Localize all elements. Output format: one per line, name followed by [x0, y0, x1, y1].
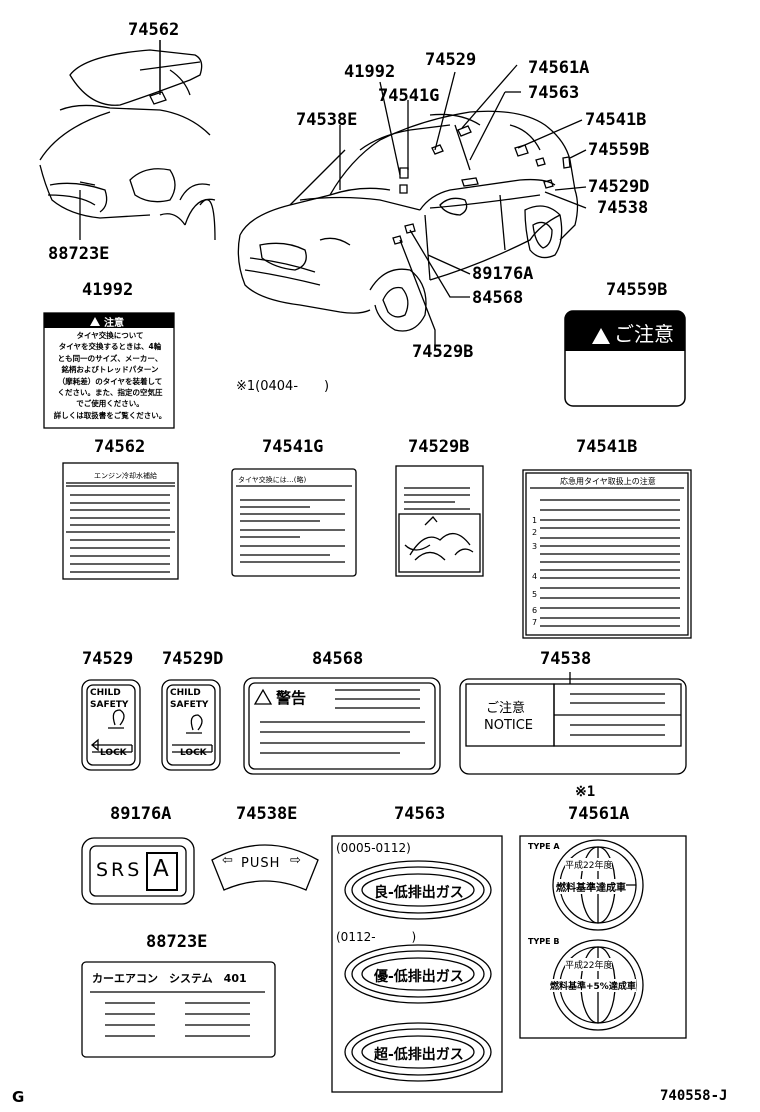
footer-left-code: G [12, 1088, 25, 1106]
sticker-74541G-title: タイヤ交換には…(略) [238, 476, 307, 484]
aircon-title: カーエアコン システム 401 [92, 972, 247, 985]
car-side-illustration [237, 110, 579, 332]
label-84568: 84568 [312, 649, 364, 669]
caution-text-block: タイヤ交換について タイヤを交換するときは、4輪 とも同一のサイズ、メーカー、 … [53, 331, 167, 420]
sticker-74541B-title: 応急用タイヤ取扱上の注意 [560, 477, 656, 486]
range-0112: (0112- ) [336, 930, 417, 944]
notice-en: NOTICE [484, 718, 534, 733]
label-74529: 74529 [82, 649, 134, 669]
caution-title: 注意 [104, 318, 124, 329]
footer-figure-number: 740558-J [660, 1088, 728, 1104]
h22-label-b: 平成22年度 [565, 958, 613, 971]
safety-label-d: SAFETY [170, 700, 209, 710]
callout-84568: 84568 [472, 288, 524, 308]
srs-a-text: A [153, 856, 169, 882]
safety-label: SAFETY [90, 700, 129, 710]
srs-text: SRS [96, 859, 143, 881]
car-hood-open-illustration [39, 40, 216, 241]
sticker-74541B-item-5: 5 [532, 590, 538, 599]
push-text: PUSH [241, 856, 281, 871]
label-74559B: 74559B [606, 280, 668, 300]
callout-74529: 74529 [425, 50, 477, 70]
gas-label-2: 優-低排出ガス [374, 969, 464, 985]
callout-74559B: 74559B [588, 140, 650, 160]
callout-74541B: 74541B [585, 110, 647, 130]
sticker-74562-outline [62, 462, 179, 580]
sticker-74541B-item-4: 4 [532, 572, 538, 581]
label-89176A: 89176A [110, 804, 172, 824]
callout-88723E: 88723E [48, 244, 110, 264]
gas-label-3: 超-低排出ガス [374, 1047, 464, 1063]
sticker-74541B-item-3: 3 [532, 542, 538, 551]
callout-74538: 74538 [597, 198, 649, 218]
lock-label-d: LOCK [180, 748, 207, 758]
label-74563: 74563 [394, 804, 446, 824]
notice-jp: ご注意 [486, 701, 526, 716]
label-74561A: 74561A [568, 804, 630, 824]
push-arrow-right-icon: ⇨ [290, 853, 301, 868]
callout-89176A: 89176A [472, 264, 534, 284]
h22-label-a: 平成22年度 [565, 858, 613, 871]
callout-74529D: 74529D [588, 177, 650, 197]
type-a-label: TYPE A [528, 842, 560, 851]
fuel-label-a: 燃料基準達成車 [556, 879, 626, 894]
lock-label: LOCK [100, 748, 127, 758]
hood-label-marker [149, 91, 167, 105]
callout-74538E: 74538E [296, 110, 358, 130]
label-74541G: 74541G [262, 437, 324, 457]
label-88723E: 88723E [146, 932, 208, 952]
label-74541B: 74541B [576, 437, 638, 457]
label-74529B: 74529B [408, 437, 470, 457]
callout-74562: 74562 [128, 20, 180, 40]
label-74529D: 74529D [162, 649, 224, 669]
gas-label-1: 良-低排出ガス [374, 885, 464, 901]
keikoku-title: 警告 [276, 689, 307, 707]
callout-74563: 74563 [528, 83, 580, 103]
model-range-note: ※1(0404- ) [236, 379, 330, 394]
child-label-d: CHILD [170, 688, 201, 698]
label-41992: 41992 [82, 280, 134, 300]
callout-74541G: 74541G [378, 86, 440, 106]
push-arrow-left-icon: ⇦ [222, 853, 233, 868]
sticker-74541B-item-7: 7 [532, 618, 538, 627]
type-b-label: TYPE B [528, 937, 560, 946]
label-mark-1: ※1 [575, 784, 596, 800]
fuel-label-b: 燃料基準+5%達成車 [550, 979, 636, 992]
sticker-74541B-item-6: 6 [532, 606, 538, 615]
label-74538: 74538 [540, 649, 592, 669]
range-0005-0112: (0005-0112) [336, 841, 411, 855]
sticker-74541B-item-2: 2 [532, 528, 538, 537]
child-label: CHILD [90, 688, 121, 698]
sticker-74541B-item-1: 1 [532, 516, 538, 525]
label-74562: 74562 [94, 437, 146, 457]
label-74538E: 74538E [236, 804, 298, 824]
callout-41992: 41992 [344, 62, 396, 82]
sticker-74562-title: エンジン冷却水補給 [94, 472, 157, 480]
gochui-title: ご注意 [614, 322, 674, 346]
callout-74561A: 74561A [528, 58, 590, 78]
callout-74529B: 74529B [412, 342, 474, 362]
